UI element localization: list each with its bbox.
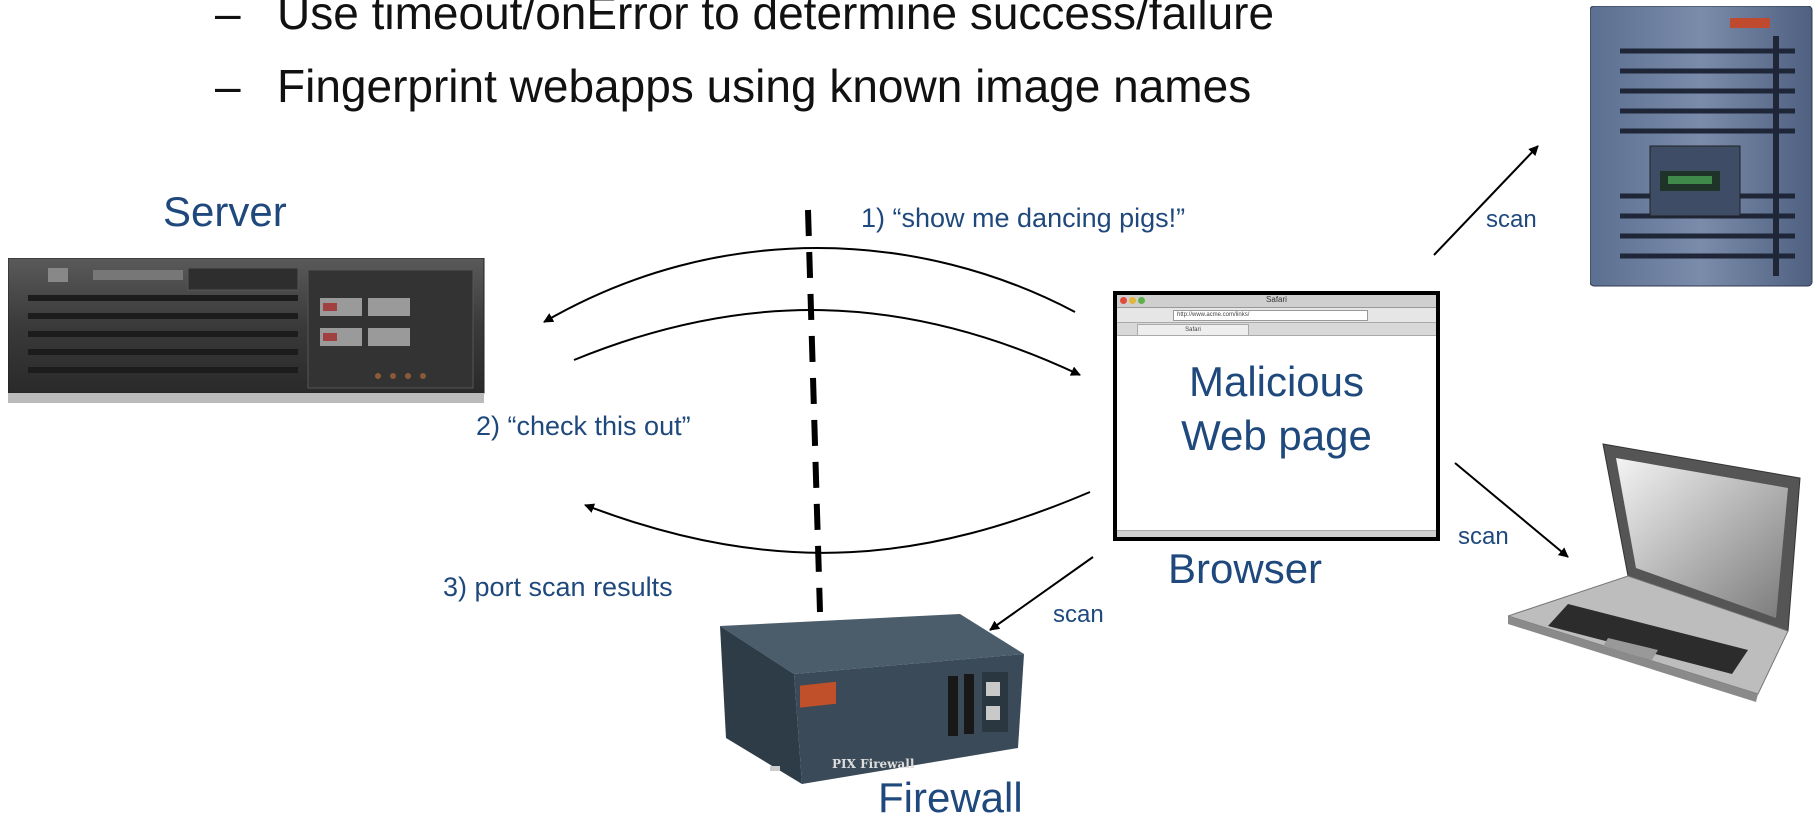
tower-server-image	[1590, 6, 1813, 287]
browser-statusbar	[1117, 530, 1436, 537]
server-label: Server	[163, 188, 287, 235]
bullet-text: Use timeout/onError to determine success…	[277, 0, 1275, 39]
browser-toolbar: http://www.acme.com/links/	[1117, 308, 1436, 323]
page-title-line2: Web page	[1181, 412, 1372, 459]
page-title-line1: Malicious	[1188, 358, 1365, 405]
minimize-icon[interactable]	[1129, 297, 1136, 304]
scan-arrow-tower	[1433, 145, 1539, 256]
bullet-text: Fingerprint webapps using known image na…	[277, 60, 1252, 112]
step3-label: 3) port scan results	[443, 572, 673, 602]
step2-label: 2) “check this out”	[476, 411, 691, 441]
response-arrow	[573, 309, 1081, 376]
results-arrow	[584, 491, 1091, 554]
browser-window: Safari http://www.acme.com/links/ Safari…	[1113, 291, 1440, 541]
scan-label-laptop: scan	[1458, 523, 1509, 550]
scan-arrow-laptop	[1454, 462, 1569, 558]
laptop-image	[1508, 443, 1801, 702]
page-content: Malicious Web page	[1117, 355, 1436, 463]
firewall-boundary-line	[805, 209, 823, 613]
bullet-fingerprint: –Fingerprint webapps using known image n…	[215, 59, 1251, 113]
request-arrow	[543, 247, 1076, 323]
step1-label: 1) “show me dancing pigs!”	[861, 203, 1186, 233]
close-icon[interactable]	[1120, 297, 1127, 304]
browser-titlebar: Safari	[1117, 295, 1436, 308]
zoom-icon[interactable]	[1138, 297, 1145, 304]
firewall-image: PIX Firewall	[720, 614, 1024, 784]
scan-label-tower: scan	[1486, 206, 1537, 233]
browser-tabbar: Safari	[1117, 323, 1436, 336]
scan-arrow-firewall	[989, 556, 1094, 631]
bullet-dash: –	[215, 60, 241, 112]
bullet-timeout: –Use timeout/onError to determine succes…	[215, 0, 1274, 40]
svg-text:PIX Firewall: PIX Firewall	[832, 757, 915, 771]
tab-safari[interactable]: Safari	[1137, 324, 1249, 336]
server-image	[8, 258, 485, 403]
bullet-dash: –	[215, 0, 241, 39]
window-title: Safari	[1266, 295, 1287, 304]
browser-label: Browser	[1168, 545, 1323, 592]
address-bar[interactable]: http://www.acme.com/links/	[1173, 310, 1368, 321]
firewall-label: Firewall	[878, 774, 1023, 821]
scan-label-firewall: scan	[1053, 601, 1104, 628]
